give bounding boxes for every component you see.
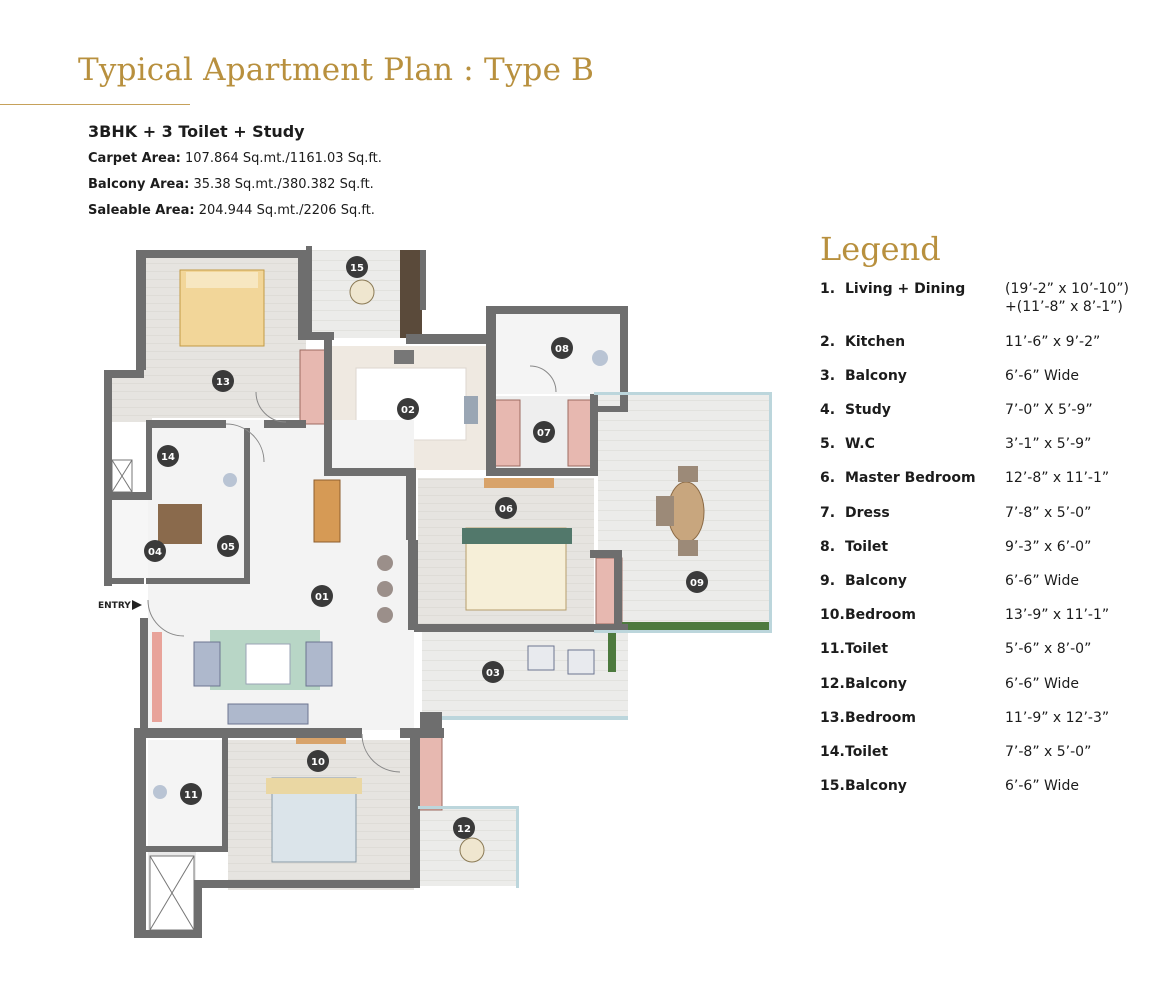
room-badge-11: 11 [180, 783, 202, 805]
balcony-area-label: Balcony Area: [88, 177, 190, 192]
door-swings [147, 365, 557, 773]
room-badge-06: 06 [495, 497, 517, 519]
svg-text:11: 11 [184, 790, 198, 801]
svg-text:03: 03 [486, 668, 500, 679]
entry-label: ENTRY [98, 601, 131, 611]
entry-marker: ENTRY [98, 600, 142, 611]
room-badge-08: 08 [551, 337, 573, 359]
room-badge-15: 15 [346, 256, 368, 278]
svg-text:02: 02 [401, 405, 415, 416]
title-divider [0, 104, 190, 105]
room-badge-03: 03 [482, 661, 504, 683]
balcony-area: Balcony Area: 35.38 Sq.mt./380.382 Sq.ft… [88, 177, 374, 192]
page-title: Typical Apartment Plan : Type B [78, 52, 595, 88]
svg-text:14: 14 [161, 452, 175, 463]
saleable-area: Saleable Area: 204.944 Sq.mt./2206 Sq.ft… [88, 203, 375, 218]
svg-text:01: 01 [315, 592, 329, 603]
floor-fills [110, 250, 770, 932]
svg-text:15: 15 [350, 263, 364, 274]
svg-text:12: 12 [457, 824, 471, 835]
room-badge-10: 10 [307, 750, 329, 772]
room-badge-05: 05 [217, 535, 239, 557]
legend-title: Legend [820, 230, 941, 268]
carpet-area: Carpet Area: 107.864 Sq.mt./1161.03 Sq.f… [88, 151, 382, 166]
carpet-area-value: 107.864 Sq.mt./1161.03 Sq.ft. [185, 151, 382, 166]
room-badge-04: 04 [144, 540, 166, 562]
room-badge-02: 02 [397, 398, 419, 420]
balcony-area-value: 35.38 Sq.mt./380.382 Sq.ft. [193, 177, 374, 192]
svg-text:04: 04 [148, 547, 162, 558]
room-badge-09: 09 [686, 571, 708, 593]
saleable-area-label: Saleable Area: [88, 203, 195, 218]
entry-arrow-icon [132, 600, 142, 610]
unit-type: 3BHK + 3 Toilet + Study [88, 122, 305, 141]
room-badge-07: 07 [533, 421, 555, 443]
furniture [111, 269, 770, 931]
room-badges: 15 13 02 08 07 14 06 04 05 01 09 03 10 1… [144, 256, 708, 839]
room-badge-13: 13 [212, 370, 234, 392]
svg-text:13: 13 [216, 377, 230, 388]
saleable-area-value: 204.944 Sq.mt./2206 Sq.ft. [198, 203, 375, 218]
svg-text:06: 06 [499, 504, 513, 515]
room-badge-14: 14 [157, 445, 179, 467]
svg-text:05: 05 [221, 542, 235, 553]
room-badge-12: 12 [453, 817, 475, 839]
walls [104, 246, 772, 938]
room-badge-01: 01 [311, 585, 333, 607]
svg-text:07: 07 [537, 428, 551, 439]
svg-text:10: 10 [311, 757, 325, 768]
carpet-area-label: Carpet Area: [88, 151, 181, 166]
svg-text:08: 08 [555, 344, 569, 355]
svg-text:09: 09 [690, 578, 704, 589]
